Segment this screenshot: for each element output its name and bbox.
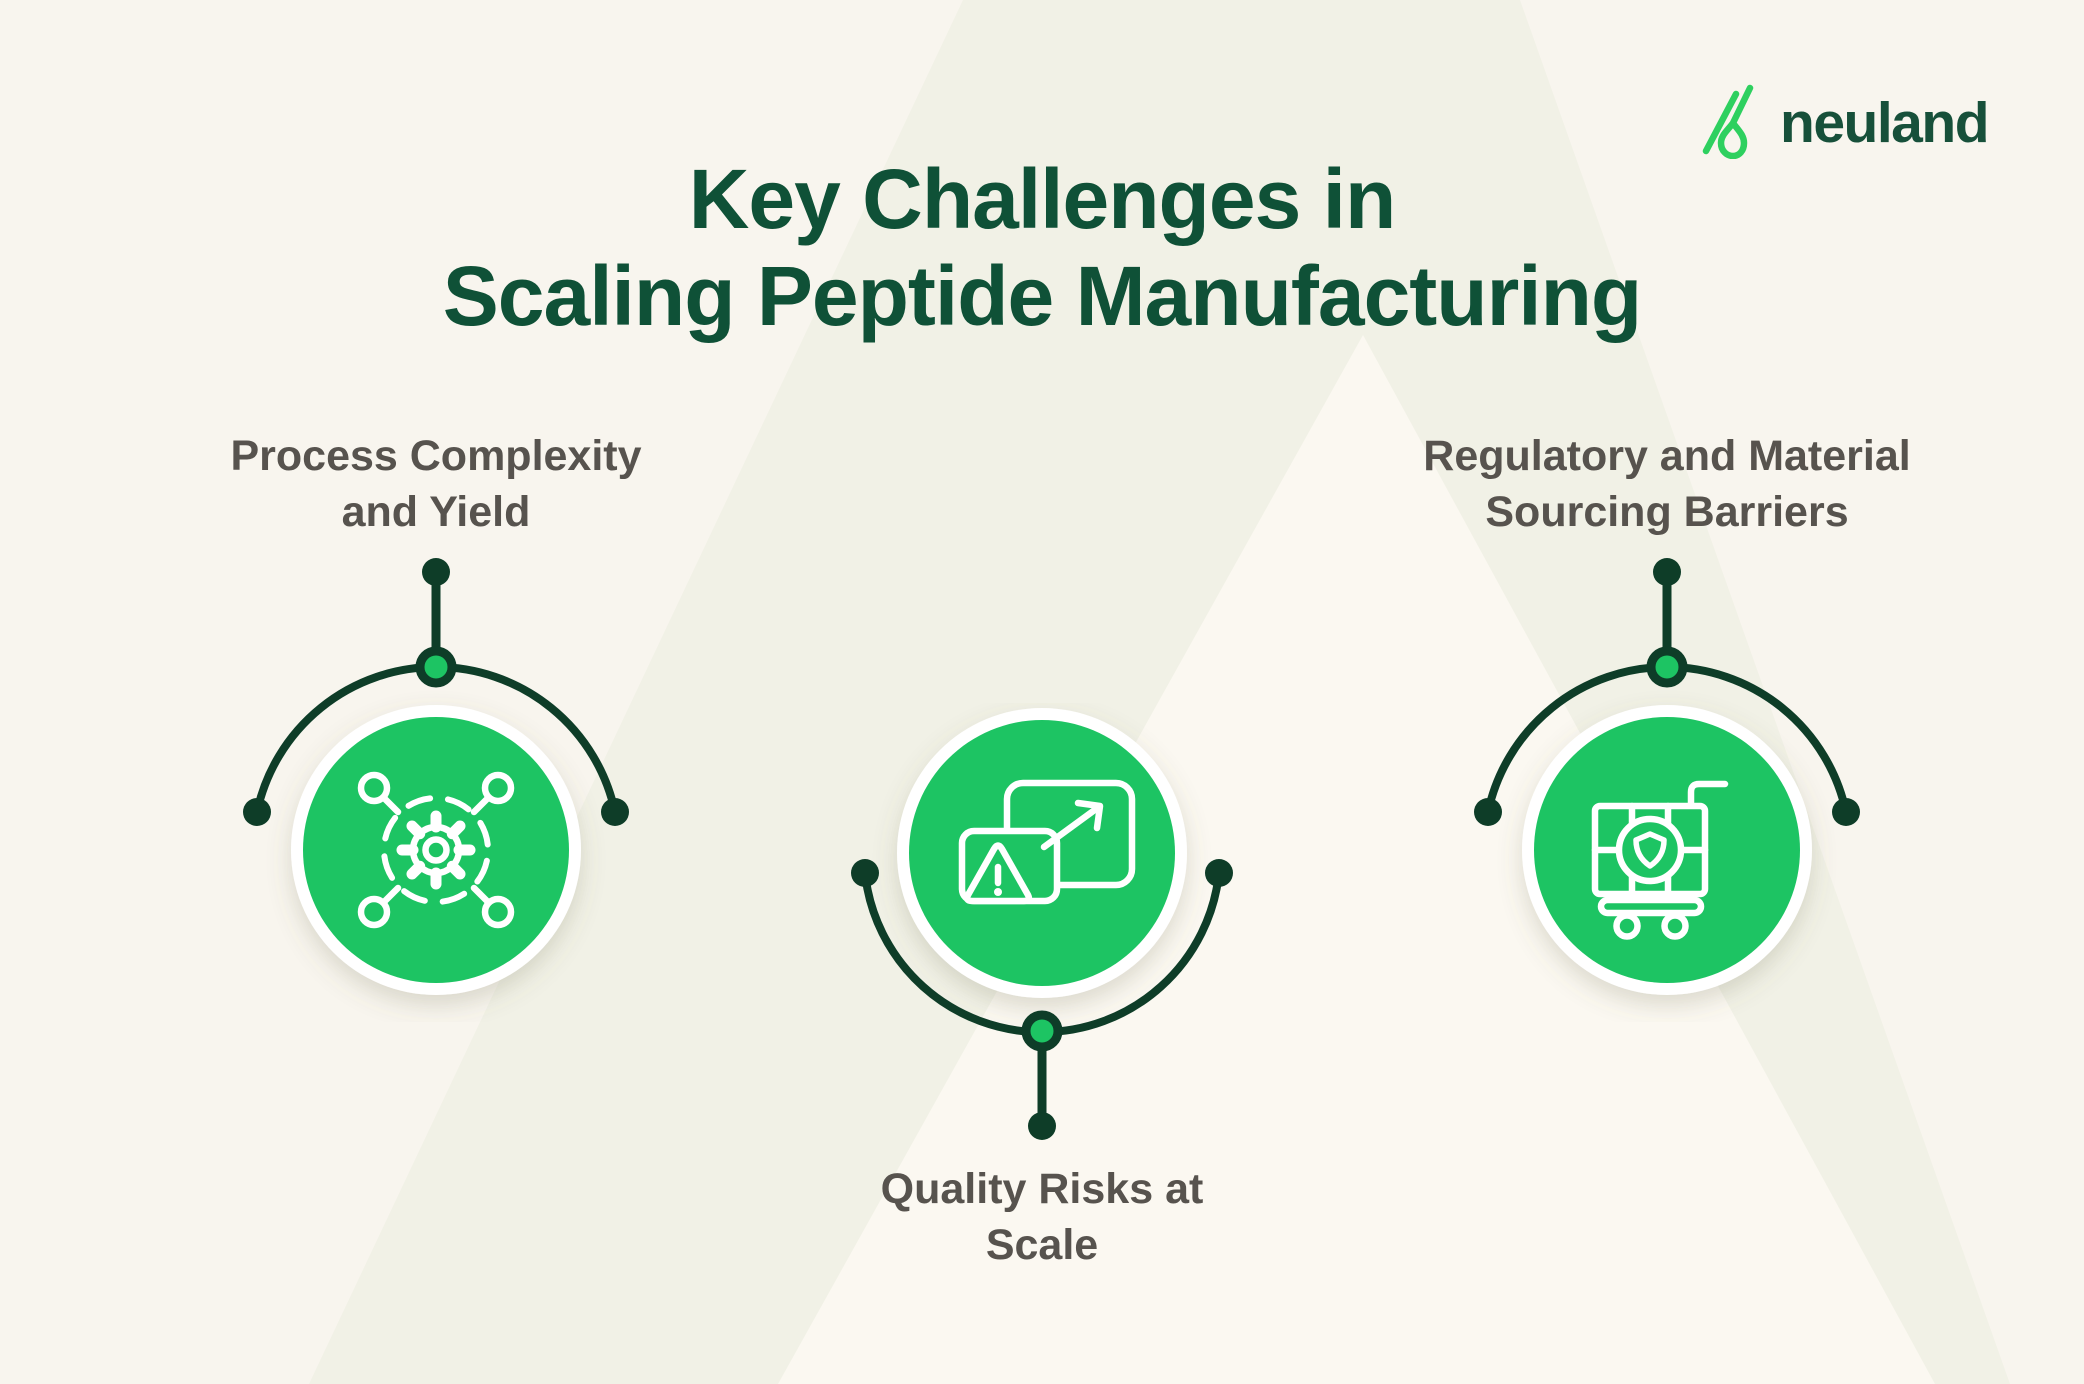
page-title: Key Challenges in Scaling Peptide Manufa… — [0, 151, 2084, 345]
cart-shield-icon — [1591, 780, 1729, 940]
watermark-peak — [778, 335, 1935, 1384]
page-title-line2: Scaling Peptide Manufacturing — [442, 249, 1642, 343]
neuland-droplet-logo-icon — [1702, 84, 1754, 159]
apex-ring — [1646, 646, 1688, 688]
challenge-node-quality-risks — [851, 708, 1233, 1140]
gear-network-icon — [357, 771, 515, 929]
page-title-line1: Key Challenges in — [688, 152, 1397, 246]
apex-ring — [415, 646, 457, 688]
challenge-node-regulatory-sourcing — [1474, 558, 1860, 995]
stem-bottom-dot — [1028, 1112, 1056, 1140]
arc-end-dot-right — [1205, 859, 1233, 887]
challenge-circle — [303, 717, 569, 983]
brand-wordmark: neuland — [1780, 90, 1990, 155]
arc-end-dot-right — [1832, 798, 1860, 826]
challenge-node-process-complexity — [243, 558, 629, 995]
label-quality-risks: Quality Risks at Scale — [880, 1165, 1204, 1269]
arc-end-dot-right — [601, 798, 629, 826]
label-regulatory-sourcing: Regulatory and Material Sourcing Barrier… — [1423, 432, 1911, 536]
arc-end-dot-left — [1474, 798, 1502, 826]
apex-ring — [1021, 1010, 1063, 1052]
expand-warning-icon — [958, 779, 1136, 905]
brand-logo: neuland — [1696, 72, 1990, 168]
label-process-complexity: Process Complexity and Yield — [230, 432, 642, 536]
arc-end-dot-left — [851, 859, 879, 887]
arc-end-dot-left — [243, 798, 271, 826]
